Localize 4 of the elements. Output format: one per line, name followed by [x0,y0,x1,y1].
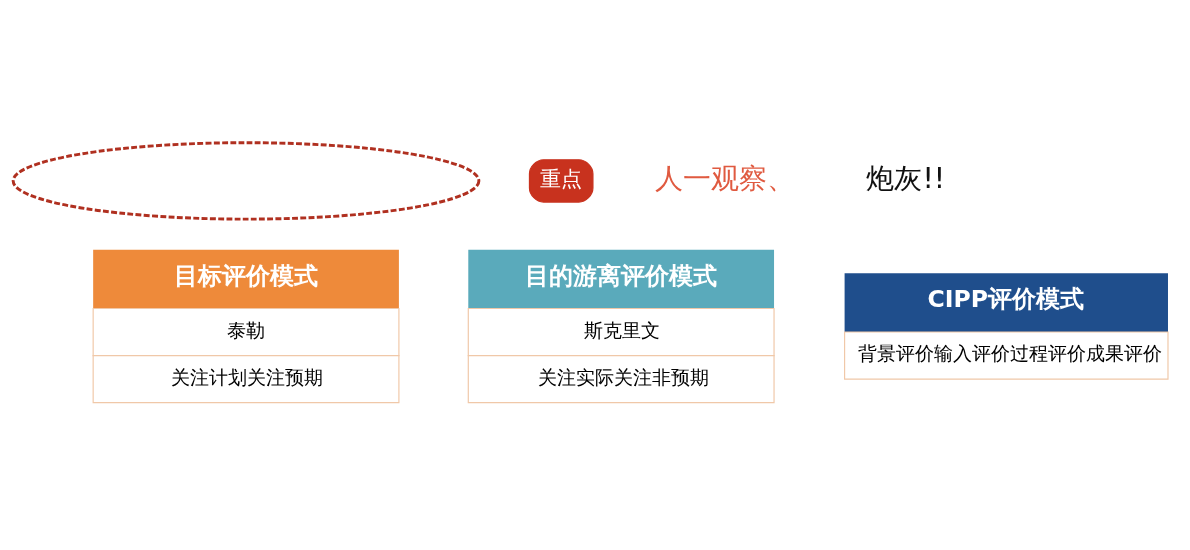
node-ellipse [11,141,481,221]
label: 炮灰!! [866,162,946,196]
node-box: 重点 [528,159,594,203]
label: 人一观察、 [654,162,795,196]
